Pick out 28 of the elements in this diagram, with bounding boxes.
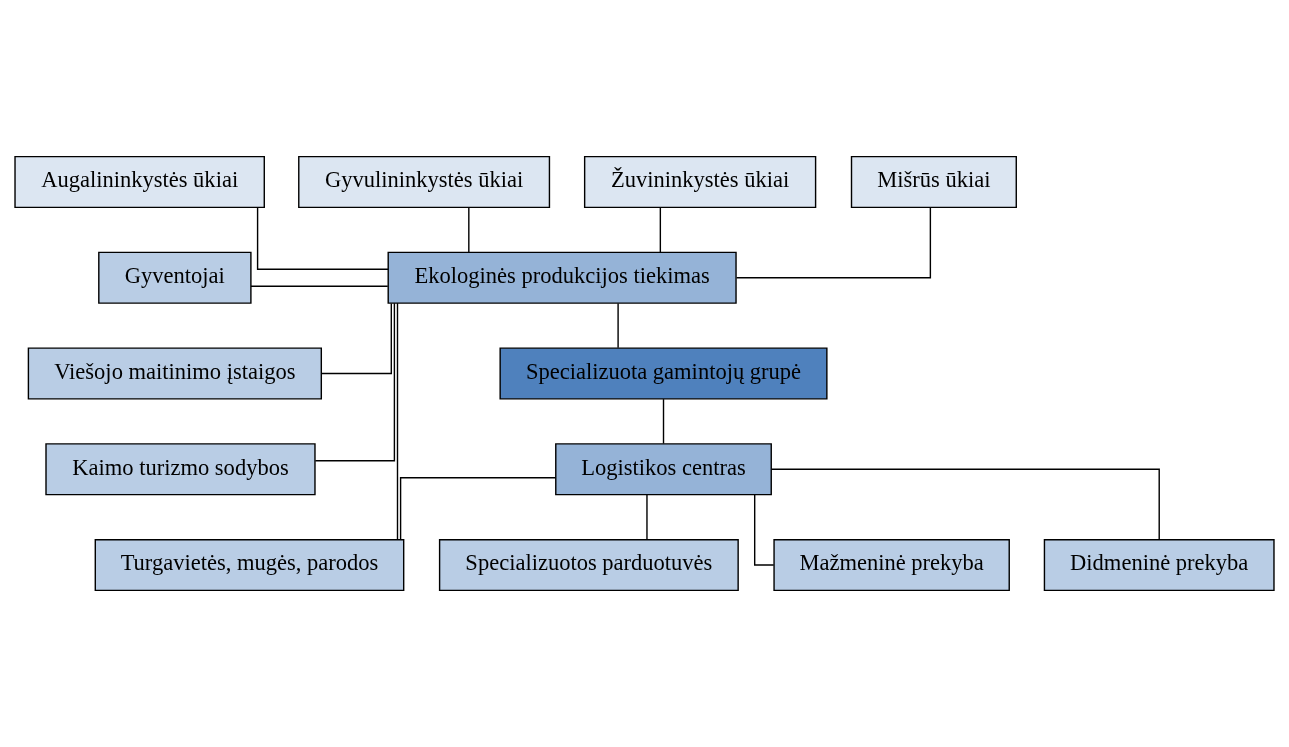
connector [659, 206, 662, 253]
node-box: Kaimo turizmo sodybos [45, 443, 316, 496]
connector [754, 494, 775, 566]
connector [314, 302, 396, 462]
node-box: Gyventojai [98, 251, 252, 304]
connector [250, 285, 389, 287]
node-box: Specializuota gamintojų grupė [499, 347, 828, 400]
connector [646, 494, 648, 540]
connector [617, 302, 619, 349]
connector [735, 206, 932, 279]
node-box: Žuvininkystės ūkiai [583, 155, 817, 209]
connector [399, 477, 557, 540]
node-box: Mišrūs ūkiai [850, 155, 1017, 209]
connector [320, 302, 392, 375]
node-box: Gyvulininkystės ūkiai [298, 155, 551, 209]
node-box: Turgavietės, mugės, parodos [94, 538, 405, 592]
connector [662, 398, 665, 445]
node-box: Specializuotos parduotuvės [438, 538, 739, 592]
node-box: Mažmeninė prekyba [773, 538, 1010, 592]
node-box: Didmeninė prekyba [1043, 538, 1275, 592]
connector [770, 468, 1160, 541]
node-box: Logistikos centras [555, 443, 772, 496]
connector [396, 302, 399, 541]
node-box: Augalininkystės ūkiai [14, 155, 265, 209]
connector [256, 207, 389, 270]
connector [468, 206, 470, 253]
node-box: Viešojo maitinimo įstaigos [27, 347, 322, 400]
node-box: Ekologinės produkcijos tiekimas [387, 251, 737, 304]
